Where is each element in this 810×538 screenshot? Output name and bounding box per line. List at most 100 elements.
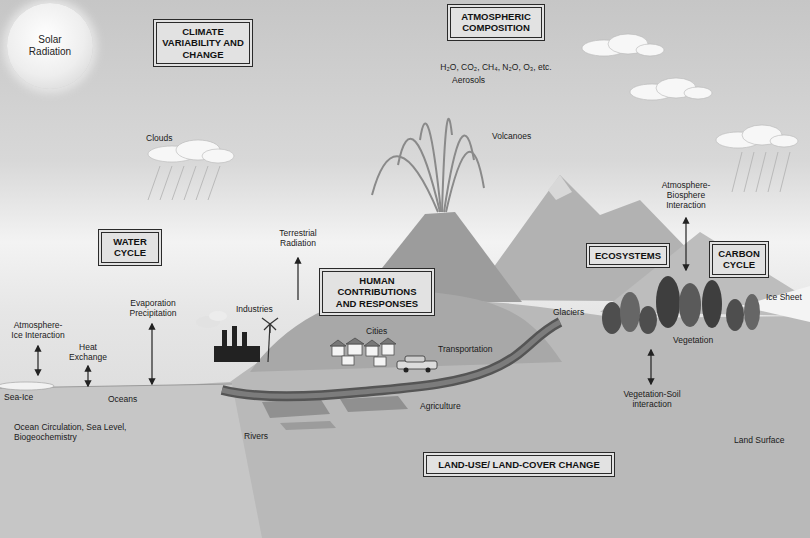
annotation-label: Rivers: [244, 431, 268, 441]
flux-arrows-part: [87, 366, 88, 386]
rain-part: [744, 152, 754, 192]
annotation-label: Vegetation: [673, 335, 713, 345]
annotation-label: Glaciers: [553, 307, 584, 317]
theme-box: ATMOSPHERIC COMPOSITION: [450, 7, 542, 38]
windmill: [262, 318, 278, 362]
volcano-part-part: [420, 123, 441, 212]
ocean-part: [0, 384, 262, 538]
rain-part: [768, 152, 778, 192]
trees-part: [620, 292, 640, 332]
annotation-label: Volcanoes: [492, 131, 531, 141]
annotation-label: Atmosphere-Ice Interaction: [10, 320, 66, 340]
annotation-label: Sea-Ice: [4, 392, 33, 402]
windmill-part: [269, 324, 270, 333]
fields-part: [340, 396, 408, 412]
factory-part: [242, 332, 247, 346]
annotation-label: Oceans: [108, 394, 137, 404]
box-heading: ECOSYSTEMS: [594, 250, 662, 261]
theme-box: CLIMATE VARIABILITY AND CHANGE: [156, 22, 250, 64]
box-heading: CARBON CYCLE: [717, 248, 761, 271]
houses: [330, 338, 396, 366]
houses-part: [366, 346, 378, 356]
rain-part: [208, 166, 220, 200]
annotation-label: Ocean Circulation, Sea Level, Biogeochem…: [14, 422, 164, 442]
rain-part: [160, 166, 172, 200]
houses-part: [380, 338, 396, 344]
annotation-label: Heat Exchange: [64, 342, 112, 362]
windmill-part: [270, 318, 278, 324]
rain-part: [756, 152, 766, 192]
annotation-label: Agriculture: [420, 401, 461, 411]
theme-box: ECOSYSTEMS: [589, 246, 667, 265]
trees-part: [726, 299, 744, 331]
flux-arrows-part: [685, 218, 686, 270]
fields-part: [280, 421, 336, 430]
annotation-label: Ice Sheet: [766, 292, 802, 302]
annotation-label: Transportation: [438, 344, 493, 354]
annotation-label: Clouds: [146, 133, 172, 143]
houses-part: [348, 344, 362, 355]
annotation-label: Cities: [366, 326, 387, 336]
houses-part: [374, 357, 386, 366]
river: [222, 322, 560, 396]
trees-part: [656, 276, 680, 328]
sun-label: Solar Radiation: [19, 34, 81, 58]
flux-arrows-part: [650, 350, 651, 384]
annotation-label: Industries: [236, 304, 273, 314]
clouds-part: [684, 87, 712, 99]
river-part: [222, 322, 560, 396]
windmill-part: [262, 318, 270, 324]
annotation-label: Land Surface: [734, 435, 785, 445]
factory-part: [209, 311, 227, 321]
houses-part: [342, 356, 354, 365]
factory-part: [222, 330, 227, 346]
windmill-part: [270, 324, 276, 330]
houses-part: [346, 338, 364, 344]
theme-box: WATER CYCLE: [101, 232, 159, 263]
rain-part: [780, 152, 790, 192]
ocean: [0, 382, 262, 538]
car-part: [404, 368, 409, 373]
box-heading: CLIMATE VARIABILITY AND CHANGE: [161, 26, 245, 60]
theme-box: LAND-USE/ LAND-COVER CHANGE: [426, 455, 612, 474]
houses-part: [382, 344, 394, 355]
mountains-part: [548, 175, 572, 200]
volcano-part-part: [446, 152, 484, 212]
rain-part: [172, 166, 184, 200]
factory-part: [232, 326, 237, 346]
houses-part: [330, 340, 346, 346]
theme-box: CARBON CYCLE: [712, 244, 766, 275]
flux-arrows-part: [151, 324, 152, 384]
factory: [196, 311, 260, 362]
annotation-label: Vegetation-Soil interaction: [606, 389, 698, 409]
annotation-label: Aerosols: [452, 75, 485, 85]
annotation-label: H₂O, CO₂, CH₄, N₂O, O₃, etc.: [435, 62, 557, 72]
box-heading: WATER CYCLE: [106, 236, 154, 259]
river-part: [222, 322, 560, 396]
annotation-label: Evaporation Precipitation: [124, 298, 182, 318]
rain-part: [148, 166, 160, 200]
trees-part: [679, 283, 701, 327]
houses-part: [332, 346, 344, 356]
rain-part: [732, 152, 742, 192]
volcano-part-part: [372, 156, 438, 212]
houses-part: [364, 340, 380, 346]
trees-part: [602, 302, 622, 334]
sun-circle: Solar Radiation: [7, 3, 93, 89]
car-part: [426, 368, 431, 373]
volcano-part: [372, 119, 484, 212]
trees-part: [744, 294, 760, 330]
annotation-label: Atmosphere-Biosphere Interaction: [660, 180, 712, 211]
flux-arrows-part: [37, 346, 38, 375]
trees-part: [702, 280, 722, 328]
box-heading: ATMOSPHERIC COMPOSITION: [455, 11, 537, 34]
clouds-part: [770, 135, 798, 147]
trees: [602, 276, 760, 334]
theme-box: HUMAN CONTRIBUTIONS AND RESPONSES: [322, 271, 432, 313]
mountains: [470, 175, 810, 316]
windmill-part: [268, 324, 270, 362]
car: [397, 356, 437, 373]
